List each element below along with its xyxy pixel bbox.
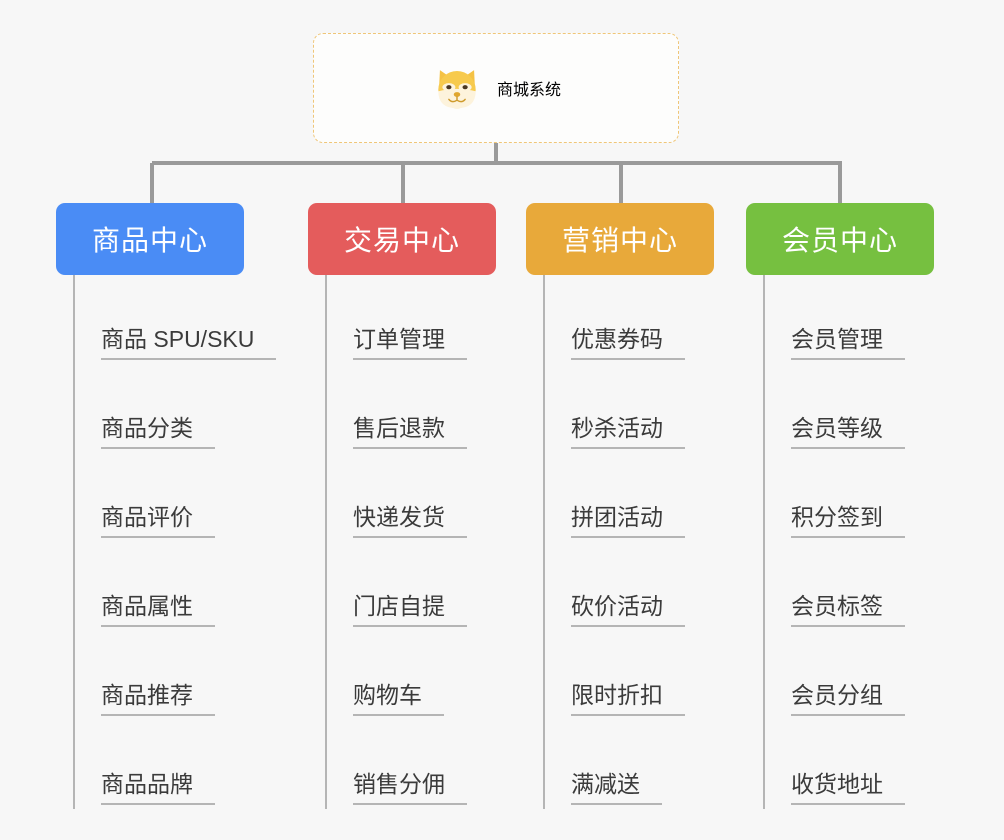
item-label: 收货地址 — [791, 771, 905, 805]
item-label: 优惠券码 — [571, 326, 685, 360]
column-header-2[interactable]: 营销中心 — [526, 203, 714, 275]
item-label: 销售分佣 — [353, 771, 467, 805]
list-item[interactable]: 订单管理 — [325, 275, 498, 364]
item-label: 商品分类 — [101, 415, 215, 449]
column-product-center: 商品中心 商品 SPU/SKU 商品分类 商品评价 商品属性 商品推荐 商品品牌 — [56, 203, 277, 809]
item-label: 会员标签 — [791, 593, 905, 627]
list-item[interactable]: 商品品牌 — [73, 720, 246, 809]
column-header-label-3: 会员中心 — [781, 225, 898, 256]
item-label: 商品属性 — [101, 593, 215, 627]
item-label: 会员管理 — [791, 326, 905, 360]
column-header-label-0: 商品中心 — [91, 225, 208, 256]
column-items-1: 订单管理 售后退款 快递发货 门店自提 购物车 销售分佣 — [308, 275, 498, 809]
root-title: 商城系统 — [496, 82, 561, 99]
item-label: 门店自提 — [353, 593, 467, 627]
item-label: 商品评价 — [101, 504, 215, 538]
item-label: 拼团活动 — [571, 504, 685, 538]
column-marketing-center: 营销中心 优惠券码 秒杀活动 拼团活动 砍价活动 限时折扣 满减送 — [526, 203, 716, 809]
column-items-3: 会员管理 会员等级 积分签到 会员标签 会员分组 收货地址 — [746, 275, 936, 809]
column-transaction-center: 交易中心 订单管理 售后退款 快递发货 门店自提 购物车 销售分佣 — [308, 203, 498, 809]
list-item[interactable]: 购物车 — [325, 631, 498, 720]
item-label: 订单管理 — [353, 326, 467, 360]
item-label: 快递发货 — [353, 504, 467, 538]
shiba-dog-face-icon — [438, 70, 476, 109]
item-label: 会员分组 — [791, 682, 905, 716]
list-item[interactable]: 会员等级 — [763, 364, 936, 453]
list-item[interactable]: 满减送 — [543, 720, 716, 809]
item-label: 限时折扣 — [571, 682, 685, 716]
column-header-1[interactable]: 交易中心 — [308, 203, 496, 275]
column-header-label-2: 营销中心 — [561, 225, 678, 256]
list-item[interactable]: 会员分组 — [763, 631, 936, 720]
item-label: 满减送 — [571, 771, 662, 805]
list-item[interactable]: 收货地址 — [763, 720, 936, 809]
list-item[interactable]: 拼团活动 — [543, 453, 716, 542]
list-item[interactable]: 商品属性 — [73, 542, 246, 631]
column-items-2: 优惠券码 秒杀活动 拼团活动 砍价活动 限时折扣 满减送 — [526, 275, 716, 809]
list-item[interactable]: 限时折扣 — [543, 631, 716, 720]
item-label: 商品品牌 — [101, 771, 215, 805]
list-item[interactable]: 商品评价 — [73, 453, 246, 542]
root-node[interactable]: 商城系统 — [313, 33, 679, 143]
item-label: 砍价活动 — [571, 593, 685, 627]
list-item[interactable]: 商品分类 — [73, 364, 246, 453]
item-label: 积分签到 — [791, 504, 905, 538]
item-label: 商品 SPU/SKU — [101, 326, 277, 360]
list-item[interactable]: 商品推荐 — [73, 631, 246, 720]
column-items-0: 商品 SPU/SKU 商品分类 商品评价 商品属性 商品推荐 商品品牌 — [56, 275, 277, 809]
column-member-center: 会员中心 会员管理 会员等级 积分签到 会员标签 会员分组 收货地址 — [746, 203, 936, 809]
list-item[interactable]: 销售分佣 — [325, 720, 498, 809]
list-item[interactable]: 售后退款 — [325, 364, 498, 453]
list-item[interactable]: 优惠券码 — [543, 275, 716, 364]
list-item[interactable]: 秒杀活动 — [543, 364, 716, 453]
list-item[interactable]: 积分签到 — [763, 453, 936, 542]
list-item[interactable]: 砍价活动 — [543, 542, 716, 631]
item-label: 购物车 — [353, 682, 444, 716]
list-item[interactable]: 商品 SPU/SKU — [73, 275, 277, 364]
column-header-3[interactable]: 会员中心 — [746, 203, 934, 275]
list-item[interactable]: 会员管理 — [763, 275, 936, 364]
list-item[interactable]: 门店自提 — [325, 542, 498, 631]
column-header-label-1: 交易中心 — [343, 225, 460, 256]
item-label: 售后退款 — [353, 415, 467, 449]
item-label: 会员等级 — [791, 415, 905, 449]
item-label: 商品推荐 — [101, 682, 215, 716]
list-item[interactable]: 快递发货 — [325, 453, 498, 542]
item-label: 秒杀活动 — [571, 415, 685, 449]
list-item[interactable]: 会员标签 — [763, 542, 936, 631]
column-header-0[interactable]: 商品中心 — [56, 203, 244, 275]
